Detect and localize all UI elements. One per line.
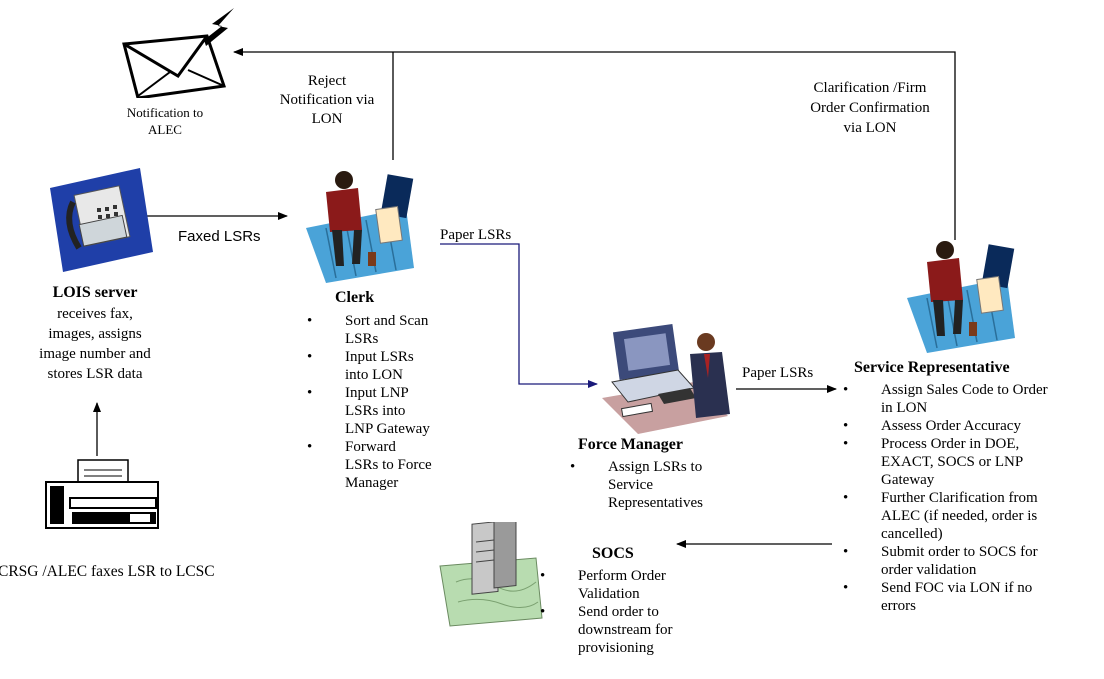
server-on-map-icon bbox=[439, 522, 543, 627]
return-to-alec-line bbox=[233, 48, 956, 240]
crsg-label: CRSG /ALEC faxes LSR to LCSC bbox=[0, 563, 215, 580]
list-item: Input LSRs into LON bbox=[305, 348, 465, 384]
list-item: Perform Order Validation bbox=[538, 567, 718, 603]
socs-task-list: Perform Order Validation Send order to d… bbox=[538, 567, 718, 657]
list-item: Forward LSRs to Force Manager bbox=[305, 438, 465, 492]
reject-notification-label: Reject Notification via LON bbox=[279, 73, 375, 127]
list-item: Assess Order Accuracy bbox=[841, 417, 1103, 435]
list-item: Send order to downstream for provisionin… bbox=[538, 603, 718, 657]
socs-title: SOCS bbox=[592, 545, 634, 562]
list-item: Further Clarification from ALEC (if need… bbox=[841, 489, 1103, 543]
paper-lsrs-to-force-manager-arrow bbox=[440, 243, 598, 388]
service-rep-title: Service Representative bbox=[854, 359, 1010, 376]
force-manager-title: Force Manager bbox=[578, 436, 683, 453]
notification-label: Notification to ALEC bbox=[126, 105, 204, 137]
list-item: Sort and Scan LSRs bbox=[305, 312, 465, 348]
paper-lsrs-label-2: Paper LSRs bbox=[742, 365, 814, 381]
list-item: Input LNP LSRs into LNP Gateway bbox=[305, 384, 465, 438]
service-rep-at-desk-icon bbox=[907, 241, 1015, 353]
list-item: Assign Sales Code to Order in LON bbox=[841, 381, 1103, 417]
fax-machine-icon bbox=[50, 168, 153, 272]
clarification-foc-label: Clarification /Firm Order Confirmation v… bbox=[810, 80, 930, 136]
clerk-at-desk-icon bbox=[306, 171, 414, 283]
clerk-task-list: Sort and Scan LSRs Input LSRs into LON I… bbox=[305, 312, 465, 492]
list-item: Send FOC via LON if no errors bbox=[841, 579, 1103, 615]
fax-printer-icon bbox=[45, 459, 159, 529]
manager-at-computer-icon bbox=[602, 324, 730, 434]
force-manager-task-list: Assign LSRs to Service Representatives bbox=[568, 458, 748, 512]
list-item: Assign LSRs to Service Representatives bbox=[568, 458, 748, 512]
service-rep-task-list: Assign Sales Code to Order in LON Assess… bbox=[841, 381, 1103, 615]
list-item: Process Order in DOE, EXACT, SOCS or LNP… bbox=[841, 435, 1103, 489]
list-item: Submit order to SOCS for order validatio… bbox=[841, 543, 1103, 579]
paper-lsrs-label-1: Paper LSRs bbox=[440, 227, 512, 243]
lois-description: receives fax, images, assigns image numb… bbox=[39, 306, 151, 382]
faxed-lsrs-label: Faxed LSRs bbox=[178, 228, 261, 245]
clerk-title: Clerk bbox=[335, 289, 375, 306]
lois-title: LOIS server bbox=[52, 284, 138, 301]
envelope-lightning-icon bbox=[122, 8, 234, 98]
